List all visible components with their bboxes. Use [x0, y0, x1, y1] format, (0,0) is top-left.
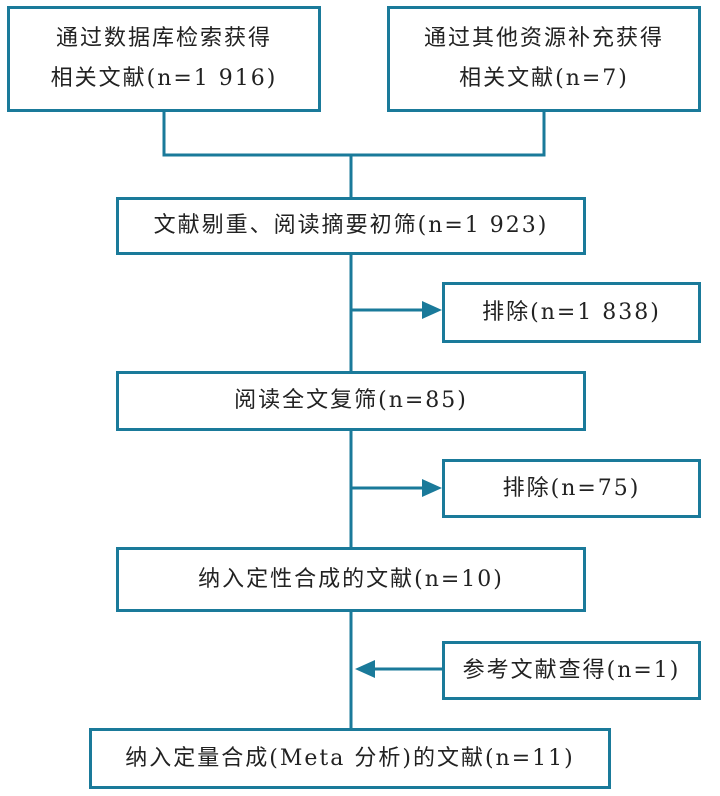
database-search-box: 通过数据库检索获得 相关文献(n=1 916)	[7, 6, 321, 112]
reference-search-box: 参考文献查得(n=1)	[442, 641, 701, 700]
full-text-screening-label: 阅读全文复筛(n=85)	[234, 388, 468, 413]
meta-analysis-box: 纳入定量合成(Meta 分析)的文献(n=11)	[89, 728, 611, 789]
other-sources-line2: 相关文献(n=7)	[459, 66, 629, 91]
excluded-initial-box: 排除(n=1 838)	[442, 282, 701, 343]
excluded-full-text-box: 排除(n=75)	[442, 459, 701, 518]
meta-analysis-label: 纳入定量合成(Meta 分析)的文献(n=11)	[125, 745, 575, 771]
excluded-initial-label: 排除(n=1 838)	[482, 299, 661, 325]
reference-search-label: 参考文献查得(n=1)	[462, 657, 681, 683]
qualitative-synthesis-label: 纳入定性合成的文献(n=10)	[198, 566, 504, 592]
full-text-screening-box: 阅读全文复筛(n=85)	[116, 371, 586, 431]
excluded-full-text-label: 排除(n=75)	[502, 475, 641, 501]
initial-screening-label: 文献剔重、阅读摘要初筛(n=1 923)	[153, 213, 549, 238]
qualitative-synthesis-box: 纳入定性合成的文献(n=10)	[116, 547, 586, 612]
arrowhead-excluded-initial	[422, 301, 442, 319]
arrowhead-reference-search	[355, 660, 375, 678]
database-search-line2: 相关文献(n=1 916)	[50, 66, 278, 91]
database-search-line1: 通过数据库检索获得	[55, 26, 272, 51]
arrowhead-excluded-full-text	[422, 479, 442, 497]
other-sources-box: 通过其他资源补充获得 相关文献(n=7)	[387, 6, 701, 112]
other-sources-line1: 通过其他资源补充获得	[423, 26, 664, 51]
initial-screening-box: 文献剔重、阅读摘要初筛(n=1 923)	[116, 197, 586, 255]
